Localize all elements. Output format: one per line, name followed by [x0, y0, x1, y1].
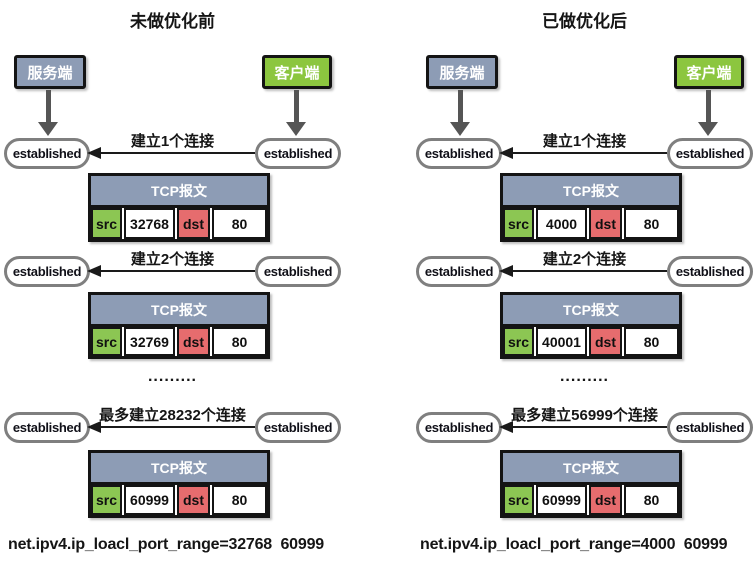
src-label-cell: src: [503, 208, 534, 239]
tcp-packet-header: TCP报文: [91, 453, 267, 485]
left-arrow-icon: [87, 421, 101, 433]
left-arrow-icon: [87, 265, 101, 277]
tcp-packet-table: TCP报文 src 40001 dst 80: [500, 292, 682, 359]
src-label-cell: src: [91, 208, 122, 239]
src-port-cell: 4000: [536, 208, 587, 239]
connection-count-label: 建立2个连接: [542, 251, 627, 268]
server-node-label: 服务端: [27, 64, 73, 82]
panel-title: 已做优化后: [542, 12, 627, 31]
connection-arrow-line: [97, 270, 255, 272]
established-state-server: established: [416, 256, 502, 287]
established-state-client: established: [667, 256, 753, 287]
tcp-packet-table: TCP报文 src 32768 dst 80: [88, 173, 270, 242]
server-down-arrow-stem: [458, 90, 463, 122]
down-arrow-icon: [286, 122, 306, 136]
tcp-packet-header: TCP报文: [91, 295, 267, 327]
dst-label-cell: dst: [177, 485, 210, 515]
src-port-cell: 60999: [124, 485, 175, 515]
server-node: 服务端: [426, 55, 498, 89]
connection-arrow-line: [509, 152, 667, 154]
client-node: 客户端: [262, 55, 332, 89]
established-state-client: established: [255, 256, 341, 287]
tcp-packet-fields: src 32769 dst 80: [91, 327, 267, 356]
src-port-cell: 32769: [124, 327, 175, 356]
client-node: 客户端: [674, 55, 744, 89]
established-state-server: established: [4, 138, 90, 169]
connection-arrow-line: [97, 152, 255, 154]
server-node-label: 服务端: [439, 64, 485, 82]
tcp-packet-table: TCP报文 src 60999 dst 80: [500, 450, 682, 518]
connection-arrow-line: [97, 426, 255, 428]
dst-port-cell: 80: [212, 327, 267, 356]
tcp-packet-header: TCP报文: [503, 295, 679, 327]
src-port-cell: 32768: [124, 208, 175, 239]
established-state-server: established: [416, 138, 502, 169]
connection-count-label: 建立1个连接: [542, 133, 627, 150]
client-node-label: 客户端: [686, 64, 732, 82]
left-arrow-icon: [87, 147, 101, 159]
server-node: 服务端: [14, 55, 86, 89]
tcp-packet-fields: src 4000 dst 80: [503, 208, 679, 239]
connection-arrow-line: [509, 270, 667, 272]
panel-title: 未做优化前: [130, 12, 215, 31]
sysctl-config-text: net.ipv4.ip_loacl_port_range=32768 60999: [8, 536, 324, 553]
client-down-arrow-stem: [294, 90, 299, 122]
tcp-packet-table: TCP报文 src 32769 dst 80: [88, 292, 270, 359]
tcp-packet-header: TCP报文: [91, 176, 267, 208]
established-state-client: established: [255, 412, 341, 443]
left-arrow-icon: [499, 265, 513, 277]
panel-after: 已做优化后 服务端 客户端 建立1个连接 established establi…: [412, 0, 754, 561]
dst-port-cell: 80: [212, 208, 267, 239]
tcp-packet-table: TCP报文 src 4000 dst 80: [500, 173, 682, 242]
established-state-client: established: [667, 412, 753, 443]
connection-count-label: 最多建立56999个连接: [511, 407, 658, 424]
dst-port-cell: 80: [624, 327, 679, 356]
left-arrow-icon: [499, 421, 513, 433]
established-state-server: established: [4, 412, 90, 443]
established-state-client: established: [255, 138, 341, 169]
src-label-cell: src: [503, 327, 534, 356]
established-state-server: established: [416, 412, 502, 443]
connection-count-label: 建立2个连接: [130, 251, 215, 268]
ellipsis-dots: .........: [559, 368, 609, 385]
src-port-cell: 60999: [536, 485, 587, 515]
dst-port-cell: 80: [212, 485, 267, 515]
down-arrow-icon: [38, 122, 58, 136]
server-down-arrow-stem: [46, 90, 51, 122]
tcp-packet-fields: src 32768 dst 80: [91, 208, 267, 239]
client-down-arrow-stem: [706, 90, 711, 122]
left-arrow-icon: [499, 147, 513, 159]
src-label-cell: src: [91, 485, 122, 515]
dst-label-cell: dst: [589, 208, 622, 239]
dst-label-cell: dst: [589, 327, 622, 356]
connection-count-label: 建立1个连接: [130, 133, 215, 150]
tcp-packet-header: TCP报文: [503, 176, 679, 208]
tcp-packet-header: TCP报文: [503, 453, 679, 485]
dst-port-cell: 80: [624, 208, 679, 239]
tcp-packet-fields: src 60999 dst 80: [91, 485, 267, 515]
established-state-client: established: [667, 138, 753, 169]
src-label-cell: src: [503, 485, 534, 515]
tcp-packet-fields: src 40001 dst 80: [503, 327, 679, 356]
tcp-packet-fields: src 60999 dst 80: [503, 485, 679, 515]
ellipsis-dots: .........: [147, 368, 197, 385]
connection-arrow-line: [509, 426, 667, 428]
client-node-label: 客户端: [274, 64, 320, 82]
established-state-server: established: [4, 256, 90, 287]
tcp-packet-table: TCP报文 src 60999 dst 80: [88, 450, 270, 518]
src-label-cell: src: [91, 327, 122, 356]
src-port-cell: 40001: [536, 327, 587, 356]
down-arrow-icon: [698, 122, 718, 136]
panel-before: 未做优化前 服务端 客户端 建立1个连接 established establi…: [0, 0, 350, 561]
dst-label-cell: dst: [589, 485, 622, 515]
down-arrow-icon: [450, 122, 470, 136]
dst-port-cell: 80: [624, 485, 679, 515]
connection-count-label: 最多建立28232个连接: [99, 407, 246, 424]
dst-label-cell: dst: [177, 208, 210, 239]
dst-label-cell: dst: [177, 327, 210, 356]
sysctl-config-text: net.ipv4.ip_loacl_port_range=4000 60999: [420, 536, 728, 553]
